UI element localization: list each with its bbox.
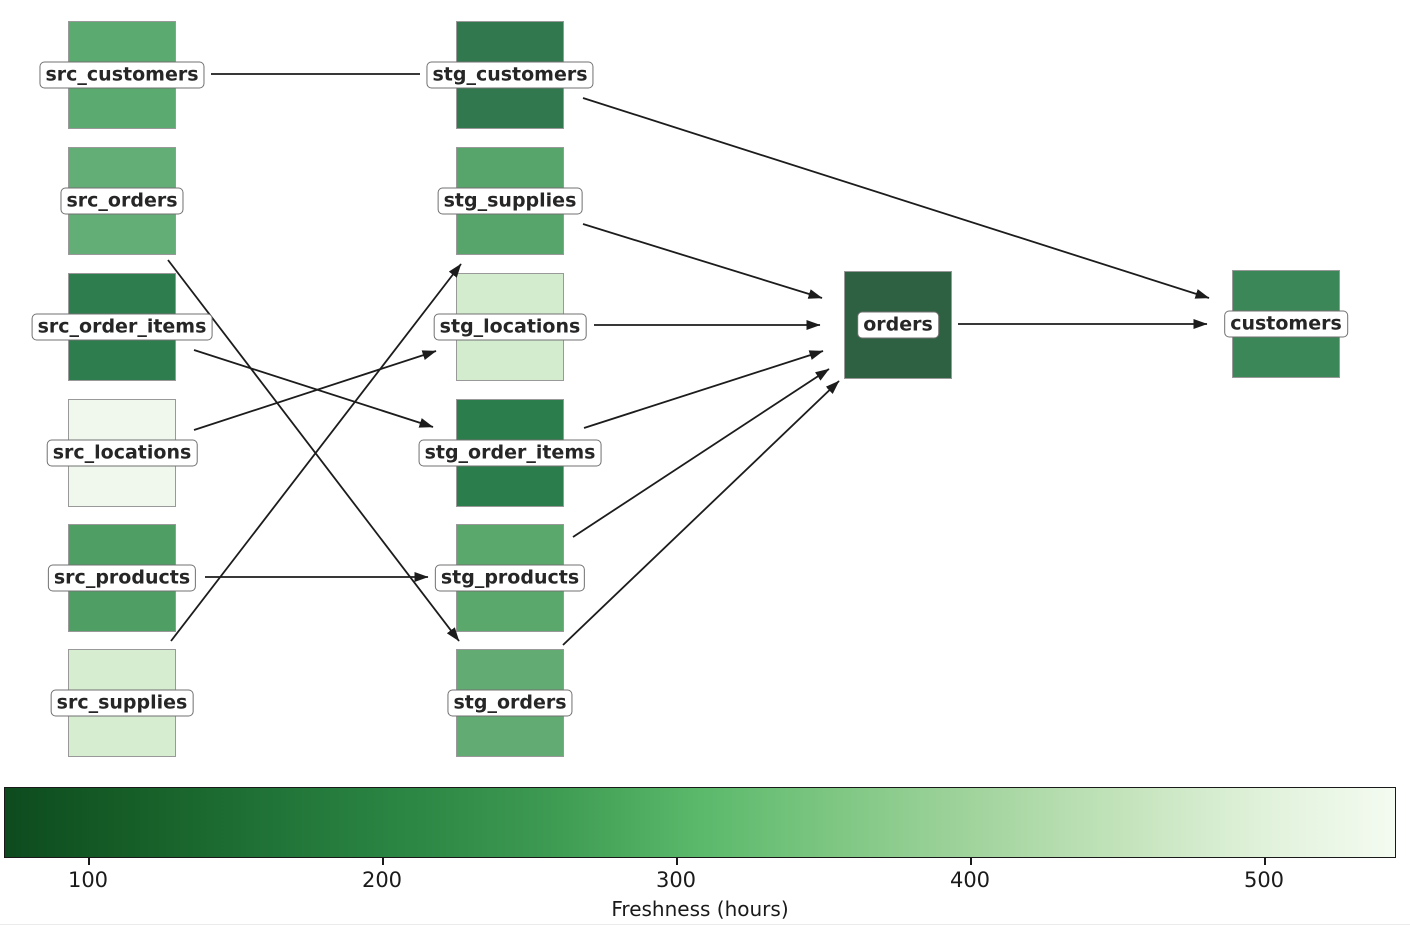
node-label-stg_products: stg_products (434, 564, 586, 592)
edge-stg_customers-to-customers (582, 97, 1210, 299)
node-label-stg_order_items: stg_order_items (418, 439, 602, 467)
colorbar-tick-label-100: 100 (67, 868, 109, 892)
edge-stg_order_items-to-orders (583, 350, 824, 429)
colorbar-tick-label-400: 400 (949, 868, 991, 892)
edge-src_locations-to-stg_locations (193, 350, 437, 431)
colorbar-gradient (4, 787, 1396, 858)
bottom-edge-line (0, 924, 1410, 925)
colorbar-tick-mark-100 (88, 858, 90, 865)
node-label-stg_customers: stg_customers (426, 61, 594, 89)
node-label-orders: orders (857, 311, 939, 339)
node-label-src_products: src_products (47, 564, 197, 592)
node-label-src_supplies: src_supplies (50, 689, 194, 717)
node-label-src_orders: src_orders (60, 187, 184, 215)
colorbar-tick-mark-500 (1264, 858, 1266, 865)
colorbar-tick-mark-400 (970, 858, 972, 865)
colorbar-tick-label-500: 500 (1243, 868, 1285, 892)
node-label-stg_supplies: stg_supplies (437, 187, 583, 215)
node-label-src_customers: src_customers (39, 61, 205, 89)
colorbar-tick-mark-300 (676, 858, 678, 865)
colorbar-tick-label-300: 300 (655, 868, 697, 892)
colorbar-tick-label-200: 200 (361, 868, 403, 892)
colorbar-tick-mark-200 (382, 858, 384, 865)
node-label-customers: customers (1224, 310, 1348, 338)
colorbar-axis-label: Freshness (hours) (611, 897, 789, 921)
edge-stg_supplies-to-orders (582, 223, 823, 299)
node-label-stg_orders: stg_orders (447, 689, 573, 717)
edge-src_supplies-to-stg_supplies (170, 263, 462, 642)
node-label-stg_locations: stg_locations (433, 313, 587, 341)
node-label-src_order_items: src_order_items (31, 313, 213, 341)
edge-stg_orders-to-orders (562, 380, 840, 646)
edge-src_order_items-to-stg_order_items (193, 349, 434, 428)
node-label-src_locations: src_locations (46, 439, 198, 467)
edge-stg_products-to-orders (572, 368, 830, 538)
